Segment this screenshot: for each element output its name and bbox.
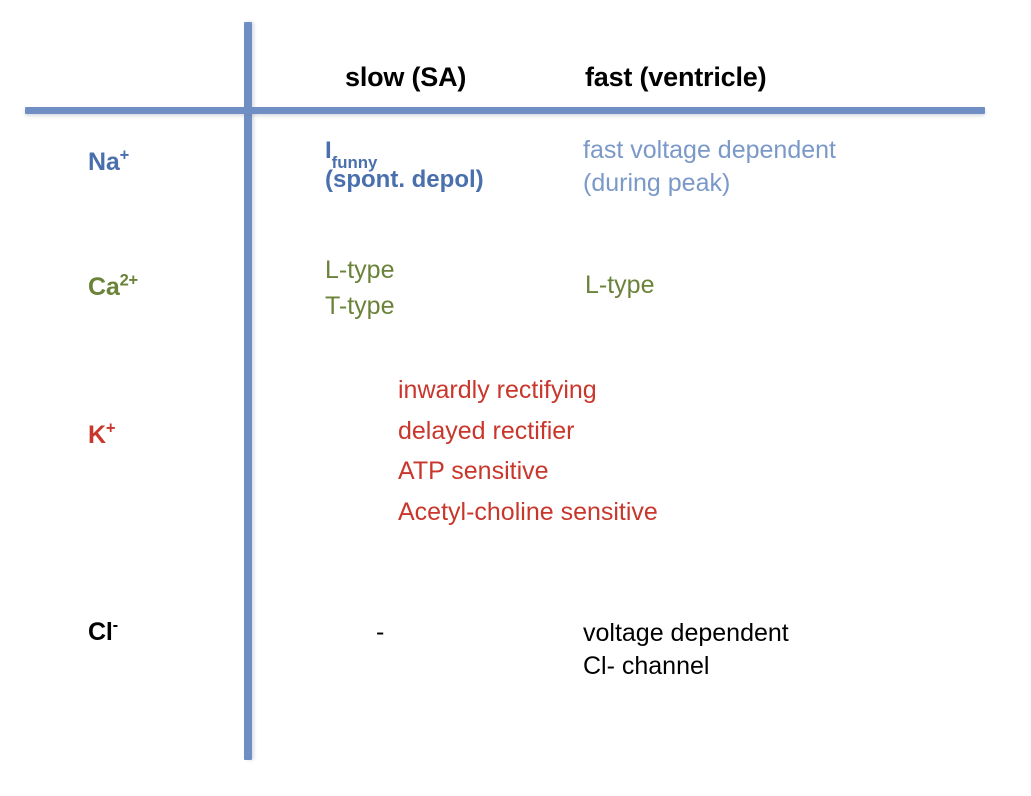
current-subscript-funny: funny xyxy=(331,152,378,172)
column-header-fast: fast (ventricle) xyxy=(585,62,767,92)
column-header-slow: slow (SA) xyxy=(345,62,467,92)
row-label-cl-charge: - xyxy=(112,616,119,635)
row-label-k: K+ xyxy=(88,419,116,450)
row-label-cl-symbol: Cl xyxy=(88,618,113,646)
cell-ca-slow: L-type T-type xyxy=(325,253,394,324)
cell-cl-fast-line-2: Cl- channel xyxy=(583,651,710,680)
cell-k-slow: inwardly rectifying delayed rectifier AT… xyxy=(398,370,658,532)
row-label-na: Na+ xyxy=(88,146,130,177)
cell-k-slow-line-1: inwardly rectifying xyxy=(398,376,597,404)
row-label-k-charge: + xyxy=(105,419,116,438)
cell-na-fast: fast voltage dependent (during peak) xyxy=(583,134,836,199)
cell-cl-fast: voltage dependent Cl- channel xyxy=(583,617,789,682)
cell-k-slow-line-4: Acetyl-choline sensitive xyxy=(398,497,658,526)
row-label-ca: Ca2+ xyxy=(88,271,139,302)
cell-na-fast-line-2: (during peak) xyxy=(583,168,731,197)
vertical-divider-rule xyxy=(244,22,252,760)
cell-ca-fast-line-1: L-type xyxy=(585,271,655,299)
cell-cl-fast-line-1: voltage dependent xyxy=(583,619,789,647)
cell-k-slow-line-2: delayed rectifier xyxy=(398,416,575,445)
row-label-ca-charge: 2+ xyxy=(119,271,139,290)
row-label-na-symbol: Na xyxy=(88,148,120,176)
cell-ca-slow-line-1: L-type xyxy=(325,256,395,284)
cell-ca-slow-line-2: T-type xyxy=(325,291,395,320)
cell-na-slow-line-1: Ifunny xyxy=(325,136,484,171)
row-label-cl: Cl- xyxy=(88,616,119,647)
cell-cl-slow: - xyxy=(376,617,384,648)
row-label-k-symbol: K xyxy=(88,421,106,449)
row-label-ca-symbol: Ca xyxy=(88,273,120,301)
horizontal-header-rule xyxy=(25,107,985,114)
cell-ca-fast: L-type xyxy=(585,270,654,301)
cell-cl-slow-line-1: - xyxy=(376,618,385,646)
cell-na-slow: Ifunny (spont. depol) xyxy=(325,136,484,195)
cell-na-fast-line-1: fast voltage dependent xyxy=(583,136,836,164)
cell-k-slow-line-3: ATP sensitive xyxy=(398,457,549,485)
row-label-na-charge: + xyxy=(119,146,130,165)
current-symbol-i: I xyxy=(325,137,332,164)
cell-na-slow-line-2: (spont. depol) xyxy=(325,166,484,194)
